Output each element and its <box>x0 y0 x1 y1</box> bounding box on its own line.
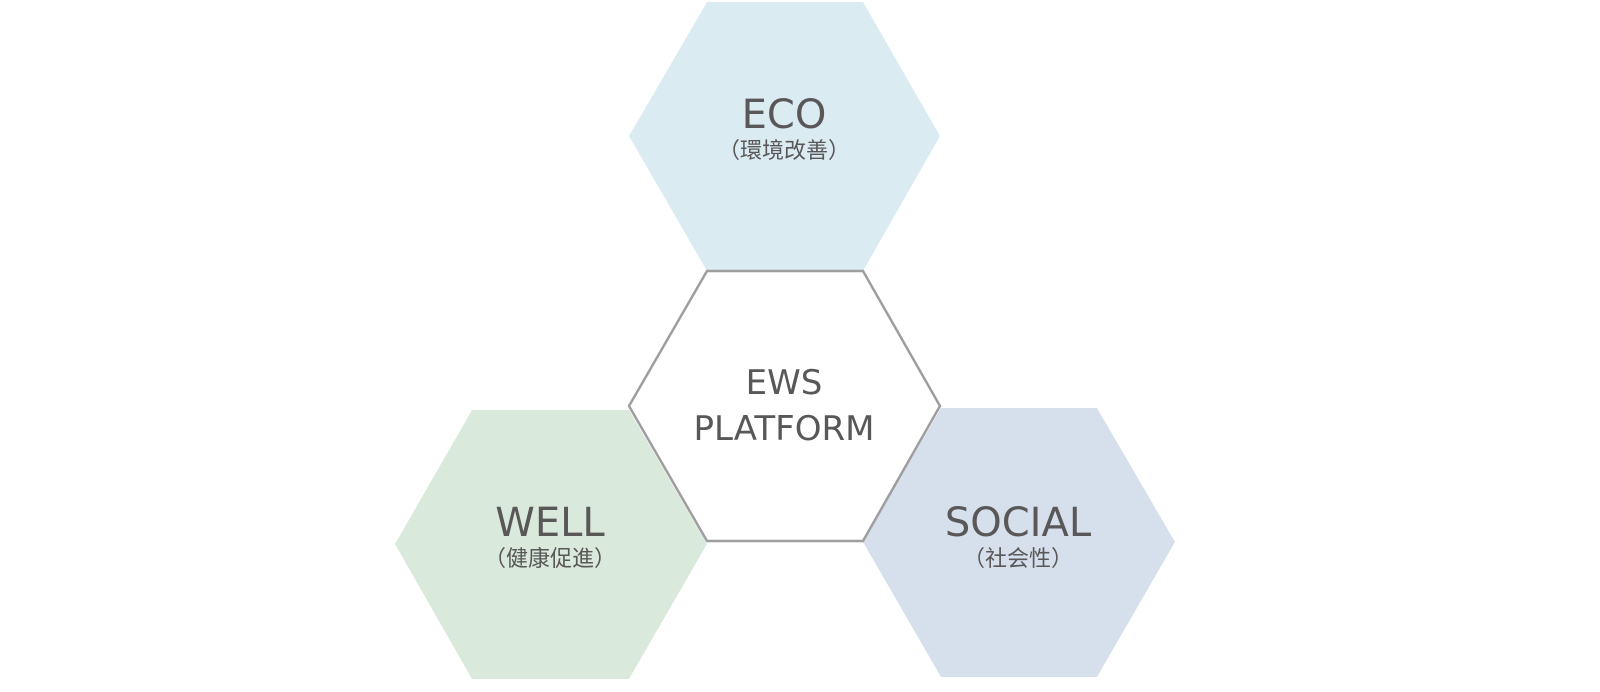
eco-label: ECO （環境改善） <box>624 92 944 166</box>
center-line1: EWS <box>745 363 823 403</box>
eco-hexagon <box>629 2 940 271</box>
well-label: WELL （健康促進） <box>390 500 710 574</box>
social-hexagon <box>863 408 1175 677</box>
eco-subtitle: （環境改善） <box>717 139 850 164</box>
eco-title: ECO <box>741 92 827 138</box>
well-title: WELL <box>495 500 605 546</box>
well-subtitle: （健康促進） <box>483 547 616 572</box>
well-hexagon <box>395 410 707 679</box>
social-subtitle: （社会性） <box>962 547 1073 572</box>
center-label: EWS PLATFORM <box>624 360 944 452</box>
center-line2: PLATFORM <box>693 409 875 449</box>
social-title: SOCIAL <box>944 500 1092 546</box>
center-hexagon <box>627 269 942 543</box>
social-label: SOCIAL （社会性） <box>858 500 1178 574</box>
